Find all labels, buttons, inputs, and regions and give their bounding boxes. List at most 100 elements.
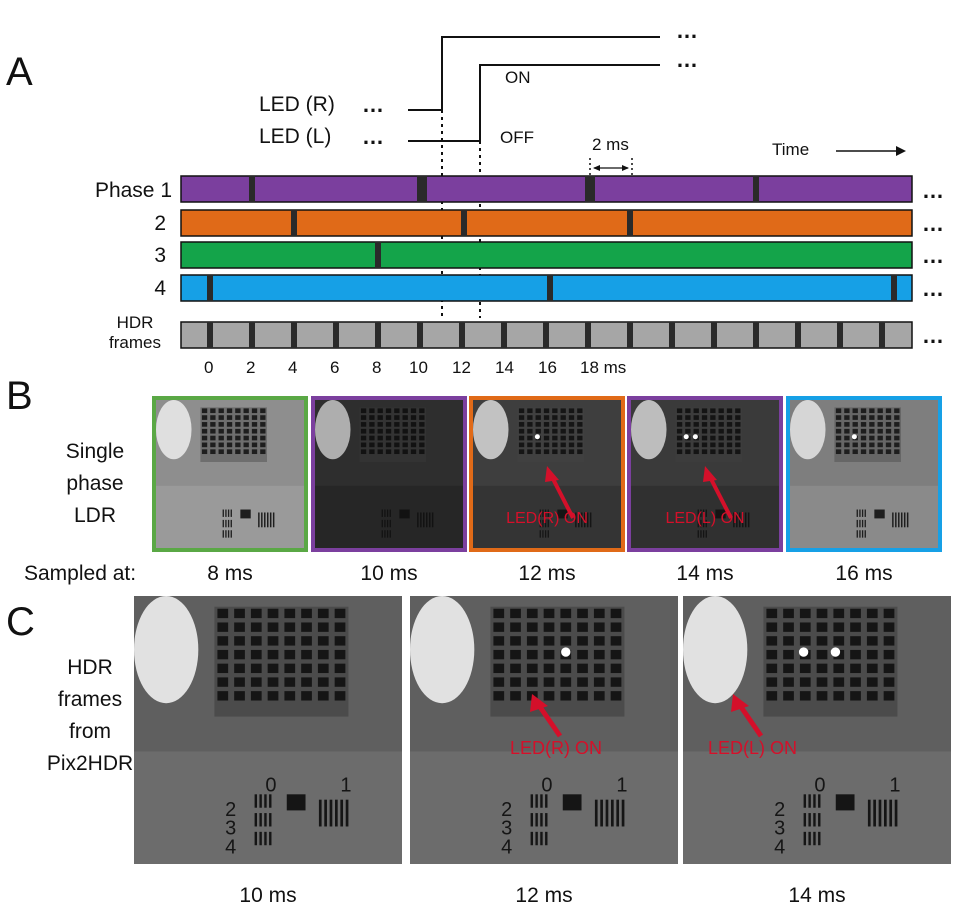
led-cell xyxy=(610,677,622,687)
resolution-bar xyxy=(318,799,322,827)
led-cell xyxy=(226,435,233,441)
phase-2-label: 2 xyxy=(154,212,166,235)
led-cell xyxy=(850,677,861,687)
led-cell xyxy=(877,408,883,414)
phase-1-ellipsis: … xyxy=(922,178,945,203)
phase-boundary xyxy=(421,176,427,202)
led-cell xyxy=(218,408,224,414)
panel-letter-b: B xyxy=(6,374,33,418)
resolution-bar xyxy=(581,512,583,528)
led-cell xyxy=(234,636,245,646)
hdr-frame-boundary xyxy=(753,322,759,348)
led-cell xyxy=(610,636,622,646)
led-cell xyxy=(518,449,525,455)
led-cell xyxy=(894,428,900,434)
resolution-bar xyxy=(381,530,383,538)
led-cell xyxy=(718,449,724,455)
led-cell xyxy=(201,442,208,448)
led-cell xyxy=(701,435,708,441)
led-cell xyxy=(860,408,867,414)
led-cell xyxy=(369,415,375,420)
led-cell xyxy=(394,449,400,455)
led-cell xyxy=(385,428,392,434)
led-cell xyxy=(235,408,241,414)
resolution-bar xyxy=(230,509,232,517)
led-cell xyxy=(284,691,296,701)
hdr-frame-boundary xyxy=(333,322,339,348)
led-cell xyxy=(267,608,279,619)
led-r-ellipsis: … xyxy=(362,92,385,117)
led-cell xyxy=(799,622,811,632)
resolution-bar xyxy=(264,794,267,808)
led-cell xyxy=(833,677,845,687)
led-cell xyxy=(250,663,262,674)
resolution-bar xyxy=(808,813,811,827)
axis-tick-18: 18 ms xyxy=(580,358,627,377)
red-arrow xyxy=(535,702,563,738)
led-cell xyxy=(883,622,895,632)
resolution-bar xyxy=(813,813,816,827)
led-cell xyxy=(552,422,558,427)
hdr-frame-boundary xyxy=(711,322,717,348)
scene-table xyxy=(410,751,678,864)
led-cell xyxy=(510,649,521,660)
resolution-bar xyxy=(859,509,861,517)
hdr-label-line-2: frames xyxy=(109,333,161,352)
led-cell xyxy=(267,636,279,646)
led-cell xyxy=(377,442,383,448)
led-cell xyxy=(710,449,716,455)
resolution-bar xyxy=(864,530,866,538)
resolution-bar xyxy=(544,519,547,528)
on-label: ON xyxy=(505,68,531,87)
led-cell xyxy=(317,622,329,632)
led-cell xyxy=(869,408,875,414)
led-cell xyxy=(735,408,741,414)
led-cell xyxy=(251,415,258,420)
resolution-bar xyxy=(544,509,547,517)
resolution-bar xyxy=(386,530,389,538)
led-cell xyxy=(543,677,555,687)
led-cell xyxy=(577,636,588,646)
led-cell xyxy=(518,442,525,448)
led-cell xyxy=(866,649,878,660)
led-cell xyxy=(218,435,224,441)
phase-boundary xyxy=(589,176,595,202)
resolution-bar xyxy=(818,813,821,827)
resolution-bar xyxy=(702,530,705,538)
led-cell xyxy=(568,428,575,434)
led-cell xyxy=(526,622,538,632)
led-r-label: LED (R) xyxy=(259,93,335,116)
resolution-bar xyxy=(742,512,744,528)
led-cell xyxy=(201,415,208,420)
resolution-bar xyxy=(884,799,887,827)
red-arrow xyxy=(549,474,575,519)
hdr-from-label-4: Pix2HDR xyxy=(46,752,134,775)
led-cell xyxy=(543,422,550,427)
resolution-bar xyxy=(864,509,866,517)
resolution-bar xyxy=(705,509,707,517)
resolution-bar xyxy=(254,831,258,846)
resolution-bar xyxy=(813,831,816,846)
phase-1-label: Phase 1 xyxy=(94,179,172,202)
led-cell xyxy=(766,622,778,632)
led-cell xyxy=(394,422,400,427)
led-cell xyxy=(577,691,588,701)
led-cell xyxy=(885,435,892,441)
led-cell xyxy=(883,636,895,646)
led-cell xyxy=(552,442,558,448)
led-cell xyxy=(218,415,224,420)
led-cell xyxy=(235,435,241,441)
axis-tick-14: 14 xyxy=(495,358,514,377)
resolution-bar xyxy=(542,519,544,528)
led-cell xyxy=(833,622,845,632)
phase-boundary xyxy=(461,210,467,236)
led-cell xyxy=(217,636,229,646)
led-cell xyxy=(210,422,216,427)
sampled-at-label: Sampled at: xyxy=(24,562,137,585)
hdr-frame-boundary xyxy=(501,322,507,348)
led-cell xyxy=(402,415,408,420)
phase-1-boundary xyxy=(753,176,759,202)
resolution-bar xyxy=(225,509,227,517)
led-cell xyxy=(835,449,842,455)
